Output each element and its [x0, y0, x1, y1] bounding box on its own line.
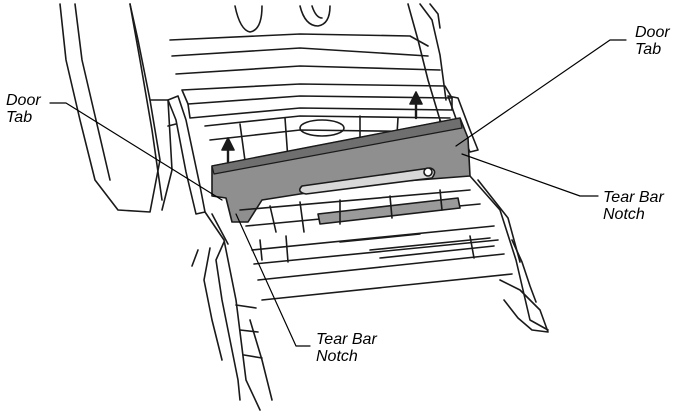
- door-tab-left-line2: Tab: [6, 109, 33, 126]
- printer-body-right-shell: [407, 3, 453, 141]
- right-door-arm: [499, 279, 549, 333]
- leader-door-tab-left: [49, 102, 223, 201]
- media-door-frame: [204, 211, 261, 411]
- supply-spindle: [234, 5, 263, 33]
- tear-bar-notch-right-line1: Tear Bar: [603, 189, 664, 206]
- label-guide-slot: [317, 197, 461, 225]
- tear-bar-notch-left-line2: Notch: [316, 348, 358, 365]
- door-tab-left-line1: Door: [6, 92, 41, 109]
- tear-bar-top-edge: [211, 117, 463, 175]
- printer-body-left-shell: [59, 3, 161, 213]
- leader-tear-bar-notch-left: [235, 213, 311, 347]
- door-tab-right-label: Door Tab: [635, 24, 670, 58]
- leader-tear-bar-notch-right: [461, 153, 599, 197]
- tear-bar-slot: [298, 167, 436, 195]
- door-tab-right-line2: Tab: [635, 41, 662, 58]
- tear-bar-notch-right-label: Tear Bar Notch: [603, 189, 664, 223]
- tear-bar-notch-right-line2: Notch: [603, 206, 645, 223]
- leader-door-tab-right: [455, 39, 627, 147]
- tear-bar-notch-left-line1: Tear Bar: [316, 331, 377, 348]
- tear-bar-notch-left-label: Tear Bar Notch: [316, 331, 377, 365]
- tear-bar: [211, 117, 471, 223]
- left-door-hinge: [167, 95, 206, 215]
- door-tab-right-line1: Door: [635, 24, 670, 41]
- door-tab-left-label: Door Tab: [6, 92, 41, 126]
- left-door-arm: [215, 241, 241, 401]
